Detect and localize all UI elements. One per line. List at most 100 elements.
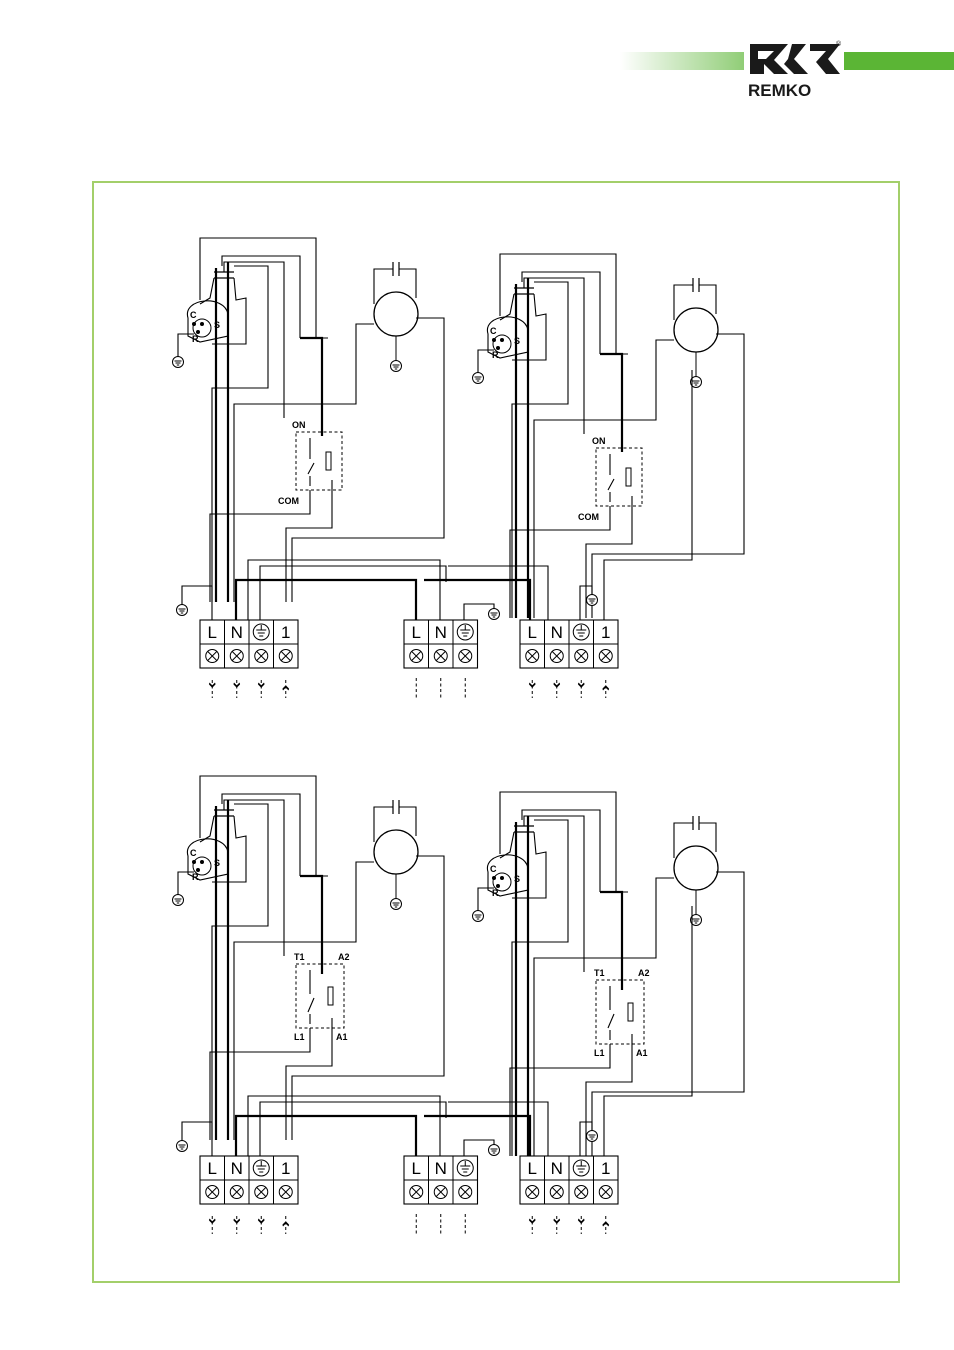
arrow-down-icon: [528, 680, 536, 698]
wire: [177, 333, 194, 362]
compressor-icon: CSR: [487, 854, 529, 898]
terminal-screw-icon: [278, 1185, 293, 1199]
wire: [511, 281, 569, 618]
wire: [585, 496, 633, 618]
terminal-screw-icon: [229, 649, 244, 663]
arrow-down-icon: [577, 680, 585, 698]
ground-symbol-icon: [690, 376, 702, 388]
wire: [509, 1044, 611, 1156]
wire: [307, 997, 315, 1013]
wire: [699, 284, 717, 314]
wire: [523, 815, 585, 972]
terminal-label: L: [208, 623, 217, 642]
terminal-label: N: [435, 1159, 447, 1178]
terminal-screw-icon: [549, 649, 564, 663]
wire: [221, 793, 301, 876]
top-left-unit: CSR ON COM: [172, 237, 445, 602]
terminal-earth-icon: [456, 1159, 474, 1177]
terminal-label: 1: [601, 1159, 610, 1178]
ground-symbol-icon: [586, 594, 598, 606]
compressor-terminal-r: R: [192, 334, 199, 344]
terminal-screw-icon: [574, 1185, 589, 1199]
wire: [600, 890, 624, 990]
terminal-label: N: [551, 623, 563, 642]
ground-symbol-icon: [176, 1140, 188, 1152]
brand-name: REMKO: [748, 81, 811, 100]
terminal-label: 1: [281, 623, 290, 642]
compressor-icon: CSR: [187, 838, 229, 882]
wire: [211, 803, 269, 1140]
compressor-terminal-c: C: [490, 864, 497, 874]
terminal-earth-icon: [456, 623, 474, 641]
wire: [291, 855, 445, 1140]
wire: [234, 578, 418, 620]
wire: [607, 1013, 615, 1029]
terminal-screw-icon: [409, 1185, 424, 1199]
terminal-label: N: [231, 623, 243, 642]
wire: [603, 370, 693, 620]
compressor-terminal-c: C: [190, 848, 197, 858]
wire: [285, 480, 333, 602]
terminal-label: 1: [281, 1159, 290, 1178]
arrow-down-icon: [553, 680, 561, 698]
wire: [212, 815, 247, 883]
wire: [603, 906, 693, 1156]
wire: [300, 336, 324, 436]
ground-symbol-icon: [472, 372, 484, 384]
wire: [177, 871, 194, 900]
switch-label-com: COM: [278, 496, 299, 506]
on-off-switch: ON COM: [278, 420, 343, 506]
wire: [673, 822, 693, 858]
terminal-screw-icon: [254, 649, 269, 663]
wire: [673, 284, 693, 320]
compressor-terminal-r: R: [492, 888, 499, 898]
remko-logo-mark: REMKO ®: [748, 40, 842, 100]
terminal-label: N: [231, 1159, 243, 1178]
terminal-screw-icon: [458, 1185, 473, 1199]
compressor-terminal-c: C: [490, 326, 497, 336]
wire: [523, 277, 585, 434]
arrow-down-icon: [208, 1216, 216, 1234]
wire: [373, 806, 393, 842]
ground-symbol-icon: [176, 604, 188, 616]
switch-label-on: ON: [292, 420, 306, 430]
wire: [209, 490, 311, 602]
relay-label-a1: A1: [336, 1032, 348, 1042]
terminal-screw-icon: [598, 649, 613, 663]
compressor-icon: CSR: [187, 300, 229, 344]
relay-label-t1: T1: [594, 968, 605, 978]
wire: [499, 831, 515, 859]
wire: [223, 799, 285, 956]
wire: [512, 293, 547, 361]
wire: [209, 1028, 311, 1140]
wire: [259, 1101, 447, 1156]
wire: [221, 255, 301, 338]
arrow-up-icon: [282, 1216, 290, 1234]
wire: [233, 861, 374, 1140]
wire: [247, 1095, 441, 1156]
ground-symbol-icon: [172, 356, 184, 368]
compressor-icon: CSR: [487, 316, 529, 360]
wire: [591, 871, 745, 1156]
terminal-earth-icon: [572, 623, 590, 641]
ground-symbol-icon: [488, 1144, 500, 1156]
ground-symbol-icon: [472, 910, 484, 922]
wire: [521, 271, 601, 354]
wire: [399, 268, 417, 298]
wire: [234, 1114, 418, 1156]
compressor-terminal-c: C: [190, 310, 197, 320]
terminal-screw-icon: [574, 649, 589, 663]
terminal-label: L: [412, 1159, 421, 1178]
wire: [477, 887, 494, 916]
relay-label-a1: A1: [636, 1048, 648, 1058]
wire: [233, 323, 374, 602]
